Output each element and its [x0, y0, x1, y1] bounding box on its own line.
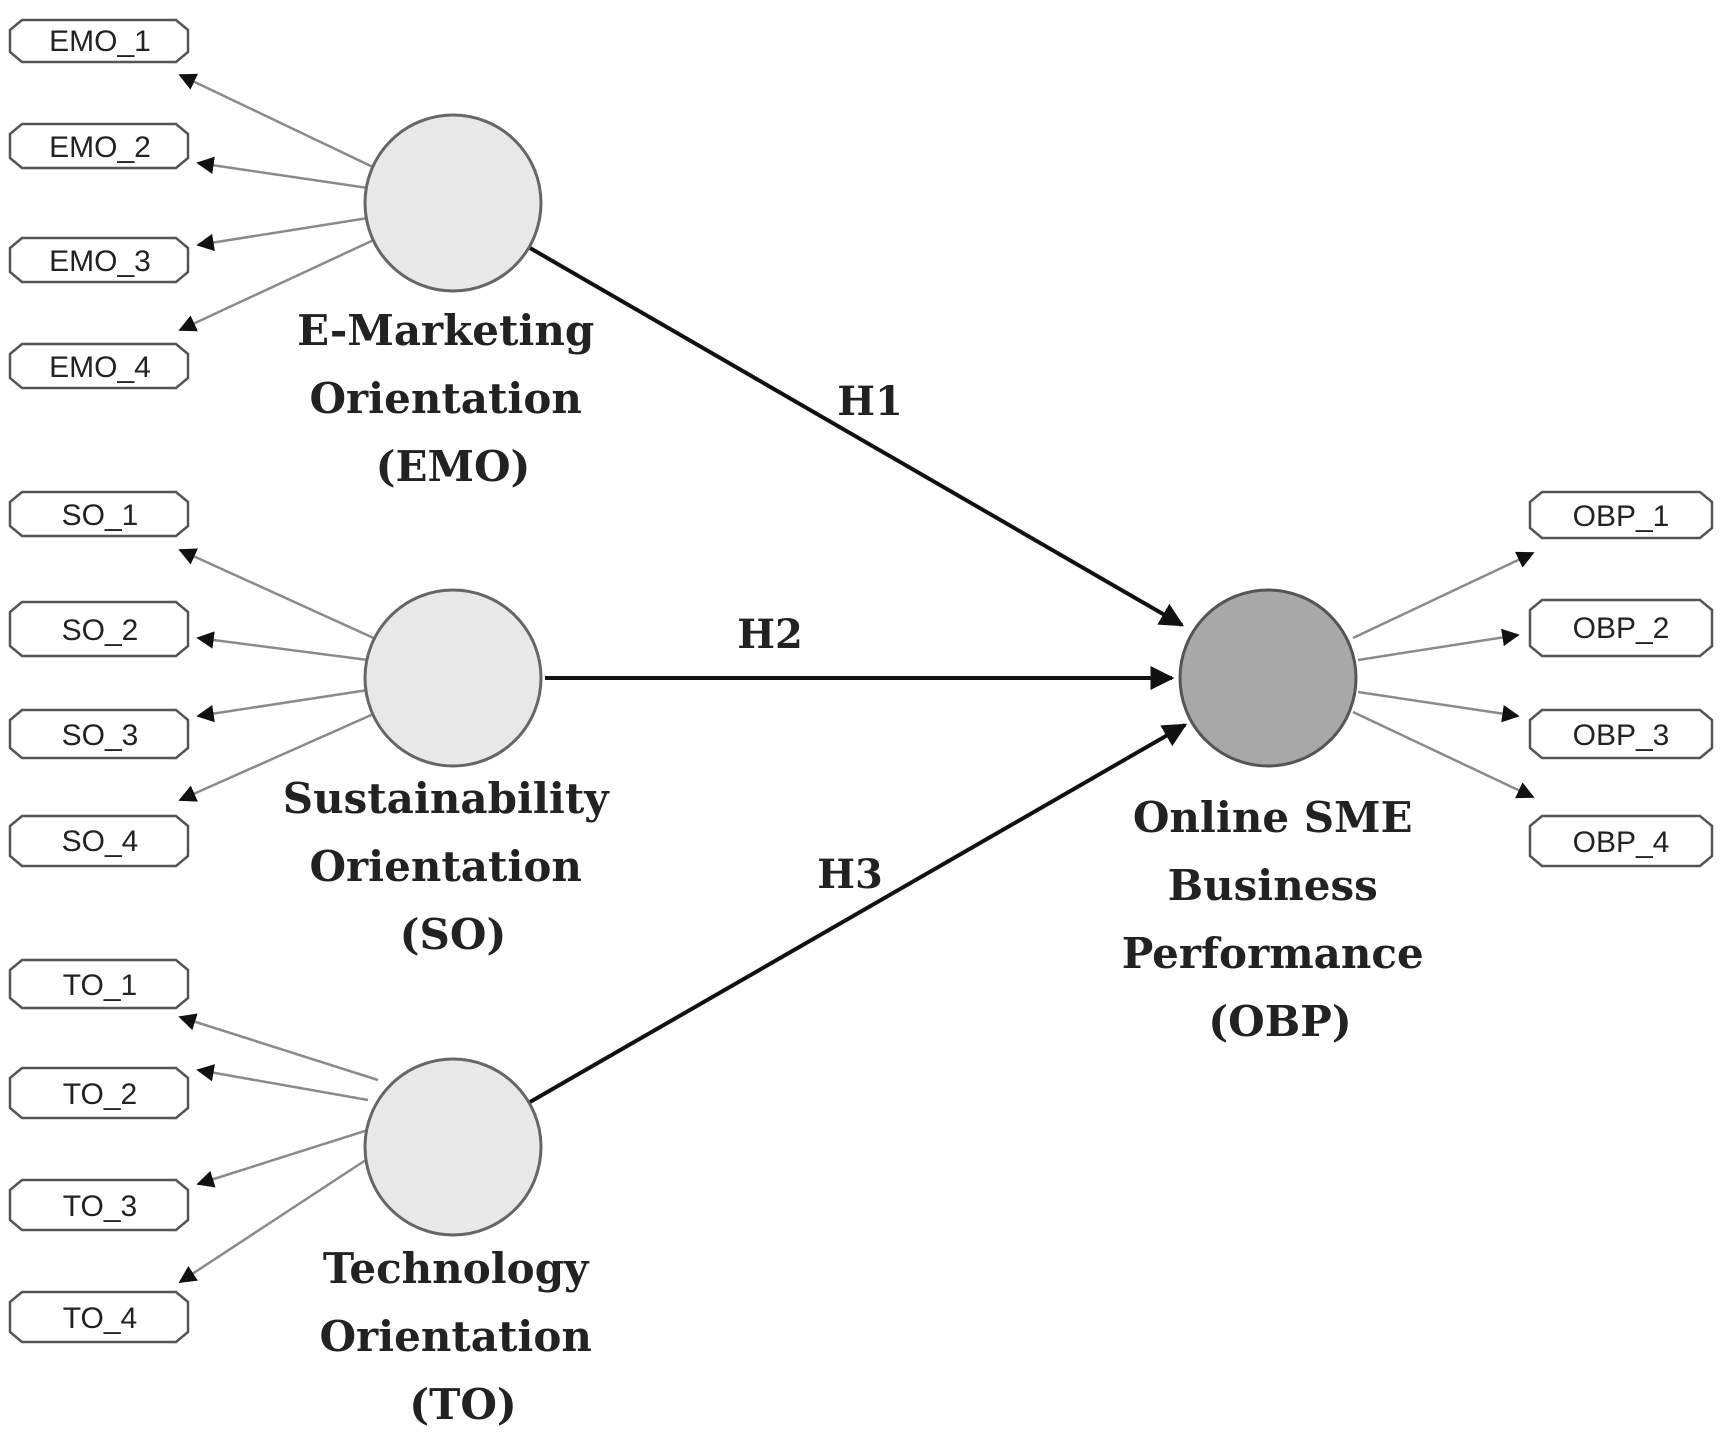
hypothesis-label-h3: H3: [817, 851, 883, 898]
svg-text:OBP_2: OBP_2: [1573, 612, 1670, 645]
svg-text:EMO_2: EMO_2: [49, 131, 151, 164]
svg-text:SO_1: SO_1: [62, 499, 139, 532]
indicator-so-2: SO_2: [8, 600, 190, 658]
so-link-2: [196, 631, 369, 662]
emo-link-3: [196, 216, 369, 252]
emo-indicators: EMO_1 EMO_2 EMO_3 EMO_4: [8, 18, 379, 390]
svg-text:OBP_4: OBP_4: [1573, 826, 1670, 859]
indicator-to-1: TO_1: [8, 958, 190, 1010]
so-link-4: [178, 710, 379, 802]
obp-link-4: [1352, 710, 1535, 799]
obp-link-1: [1352, 551, 1535, 640]
indicator-obp-3: OBP_3: [1528, 708, 1714, 760]
svg-text:OBP_3: OBP_3: [1573, 719, 1670, 752]
emo-link-1: [178, 73, 376, 170]
to-link-1: [178, 1013, 379, 1082]
construct-to-circle: [363, 1057, 543, 1237]
hypothesis-label-h2: H2: [737, 611, 803, 658]
emo-link-4: [178, 236, 379, 332]
svg-text:TO_3: TO_3: [63, 1190, 138, 1223]
indicator-so-1: SO_1: [8, 490, 190, 538]
svg-text:EMO_1: EMO_1: [49, 25, 151, 58]
indicator-so-4: SO_4: [8, 814, 190, 868]
path-h3: [529, 723, 1188, 1104]
to-indicators: TO_1 TO_2 TO_3 TO_4: [8, 958, 379, 1344]
obp-link-2: [1357, 628, 1520, 662]
construct-emo-circle: [363, 113, 543, 293]
obp-indicators: OBP_1 OBP_2 OBP_3 OBP_4: [1352, 490, 1714, 868]
indicator-to-3: TO_3: [8, 1178, 190, 1232]
svg-text:TO_1: TO_1: [63, 969, 138, 1002]
to-link-3: [196, 1128, 369, 1188]
svg-text:EMO_3: EMO_3: [49, 245, 151, 278]
obp-link-3: [1357, 690, 1520, 723]
hypothesis-label-h1: H1: [837, 378, 903, 425]
indicator-so-3: SO_3: [8, 708, 190, 760]
indicator-emo-3: EMO_3: [8, 236, 190, 284]
so-indicators: SO_1 SO_2 SO_3 SO_4: [8, 490, 379, 868]
svg-text:SO_3: SO_3: [62, 719, 139, 752]
indicator-obp-1: OBP_1: [1528, 490, 1714, 540]
so-link-1: [178, 548, 379, 642]
to-link-4: [178, 1150, 379, 1284]
construct-emo-label: E-Marketing Orientation (EMO): [297, 306, 609, 491]
emo-link-2: [196, 156, 369, 190]
svg-text:SO_4: SO_4: [62, 825, 139, 858]
construct-obp-label: Online SME Business Performance (OBP): [1122, 793, 1439, 1046]
indicator-obp-4: OBP_4: [1528, 814, 1714, 868]
svg-text:SO_2: SO_2: [62, 614, 139, 647]
construct-so-label: Sustainability Orientation (SO): [283, 774, 624, 959]
construct-to-label: Technology Orientation (TO): [319, 1244, 606, 1429]
construct-so-circle: [363, 588, 543, 768]
indicator-emo-2: EMO_2: [8, 122, 190, 170]
svg-text:EMO_4: EMO_4: [49, 351, 151, 384]
so-link-3: [196, 688, 369, 723]
indicator-to-4: TO_4: [8, 1290, 190, 1344]
svg-text:OBP_1: OBP_1: [1573, 500, 1670, 533]
to-link-2: [196, 1064, 369, 1102]
path-h1: [528, 246, 1185, 627]
indicator-obp-2: OBP_2: [1528, 598, 1714, 658]
indicator-emo-1: EMO_1: [8, 18, 190, 64]
structural-paths: [528, 246, 1188, 1104]
svg-text:TO_2: TO_2: [63, 1078, 138, 1111]
construct-obp-circle: [1178, 588, 1358, 768]
svg-text:TO_4: TO_4: [63, 1302, 138, 1335]
indicator-to-2: TO_2: [8, 1066, 190, 1120]
indicator-emo-4: EMO_4: [8, 342, 190, 390]
